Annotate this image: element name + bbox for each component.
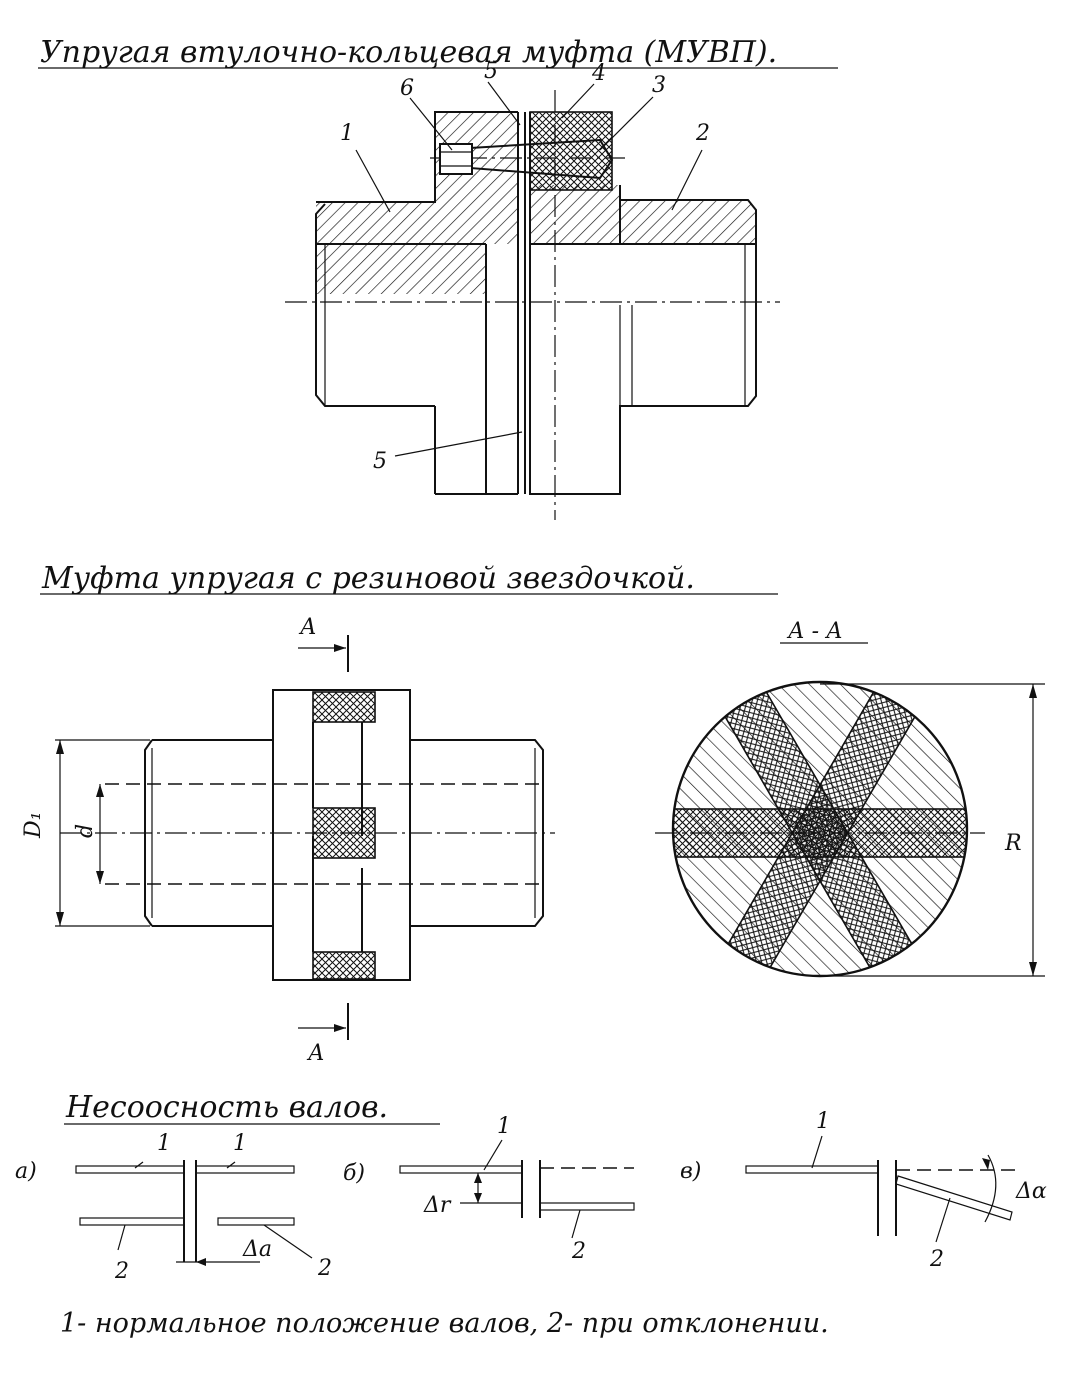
star-side-view: D₁ d А А	[21, 615, 555, 1066]
star-section: Муфта упругая с резиновой звездочкой.	[21, 561, 1045, 1066]
case-a: а) 1 1 2 2 Δa	[15, 1131, 332, 1284]
label-5-bottom: 5	[373, 449, 387, 474]
case-b-marker: б)	[343, 1161, 365, 1186]
legend-caption: 1- нормальное положение валов, 2- при от…	[60, 1308, 829, 1339]
case-c-delta: Δα	[1015, 1179, 1047, 1204]
case-b-delta: Δr	[423, 1193, 452, 1218]
label-2: 2	[695, 121, 710, 146]
case-b: б) 1 2 Δr	[343, 1114, 635, 1264]
dim-small-label: d	[73, 824, 98, 838]
label-5-top: 5	[484, 59, 498, 84]
nut	[439, 143, 473, 175]
case-a-delta: Δa	[242, 1237, 272, 1262]
case-a-label-2a: 2	[114, 1259, 129, 1284]
dim-radius-label: R	[1004, 831, 1022, 856]
half-coupling-right	[324, 112, 757, 495]
case-c: в) 1 2 Δα	[680, 1109, 1047, 1272]
muvp-title: Упругая втулочно-кольцевая муфта (МУВП).	[40, 35, 777, 70]
case-a-marker: а)	[15, 1159, 37, 1184]
dim-big-label: D₁	[21, 812, 46, 839]
section-marker-top: А	[298, 615, 317, 640]
misalignment-section: Несоосность валов. а) 1 1 2 2 Δa б)	[15, 1090, 1047, 1339]
case-c-label-2: 2	[929, 1247, 944, 1272]
label-6: 6	[400, 76, 414, 101]
rubber-bottom	[312, 951, 376, 980]
case-a-label-2b: 2	[317, 1256, 332, 1281]
star-title: Муфта упругая с резиновой звездочкой.	[41, 561, 695, 596]
label-4: 4	[591, 61, 606, 86]
case-c-label-1: 1	[816, 1109, 830, 1134]
case-c-marker: в)	[680, 1159, 701, 1184]
case-b-label-1: 1	[497, 1114, 511, 1139]
label-3: 3	[652, 73, 666, 98]
case-a-label-1a: 1	[157, 1131, 171, 1156]
case-b-label-2: 2	[571, 1239, 586, 1264]
case-a-label-1b: 1	[233, 1131, 247, 1156]
rubber-top	[312, 691, 376, 723]
section-view-title: А - А	[786, 619, 843, 644]
star-section-view: А - А R	[655, 619, 1045, 978]
misalign-title: Несоосность валов.	[65, 1090, 388, 1125]
section-marker-bottom: А	[306, 1041, 325, 1066]
muvp-section: Упругая втулочно-кольцевая муфта (МУВП).	[38, 35, 838, 520]
label-1: 1	[340, 121, 354, 146]
